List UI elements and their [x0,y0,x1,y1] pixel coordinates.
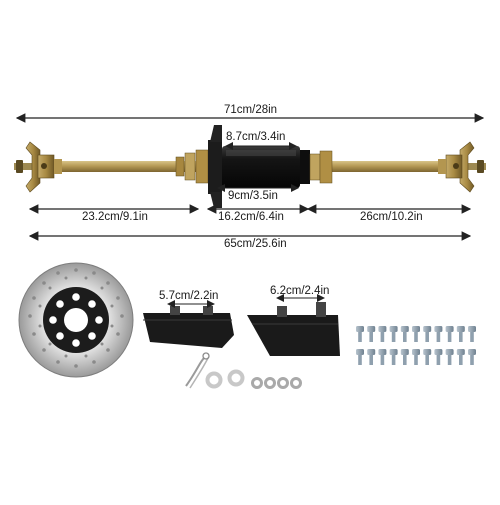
bolt [356,349,364,365]
center-section-label: 16.2cm/6.4in [218,211,284,223]
bearing-housing [222,146,310,188]
bolt [456,349,465,365]
axle-threaded-end-right [460,163,486,170]
guard-large-width-label: 6.2cm/2.4in [270,285,330,297]
right-collar-nuts [309,150,333,184]
wheel-hub-left [25,141,62,193]
bolt [456,326,465,342]
chain-guard-large [247,302,340,356]
sprocket-hub [208,125,222,208]
brake-disc-bolt-holes [49,293,103,347]
left-collar-nuts [175,149,209,184]
bolt [468,349,476,365]
axle-threaded-end-left [14,163,40,170]
bolt [445,326,454,342]
bolt [400,326,409,342]
chain-guard-small [143,306,234,348]
shaft-length-label: 65cm/25.6in [224,238,287,250]
housing-diameter-label: 9cm/3.5in [228,190,278,202]
bolt [468,326,476,342]
bolt [400,349,409,365]
brake-disc-vent-holes [28,268,124,368]
rear-axle [14,125,486,208]
washers [205,369,302,389]
housing-width-label: 8.7cm/3.4in [226,131,286,143]
bolt [423,349,432,365]
bolt [367,349,376,365]
bolt [434,326,443,342]
guard-small-width-label: 5.7cm/2.2in [159,290,219,302]
bolt-set [356,326,476,365]
bolt [445,349,454,365]
bolt [412,326,420,342]
bolt [378,349,387,365]
bolt [389,349,398,365]
overall-length-label: 71cm/28in [222,104,280,117]
bolt [356,326,364,342]
bolt [412,349,420,365]
bolt [378,326,387,342]
bolt [389,326,398,342]
brake-disc [18,262,134,378]
brake-disc-center-bore [64,308,88,332]
right-section-label: 26cm/10.2in [360,211,423,223]
bolt [434,349,443,365]
cotter-pin [185,352,210,389]
wheel-hub-right [438,141,475,193]
bolt [423,326,432,342]
left-section-label: 23.2cm/9.1in [82,211,148,223]
bolt [367,326,376,342]
